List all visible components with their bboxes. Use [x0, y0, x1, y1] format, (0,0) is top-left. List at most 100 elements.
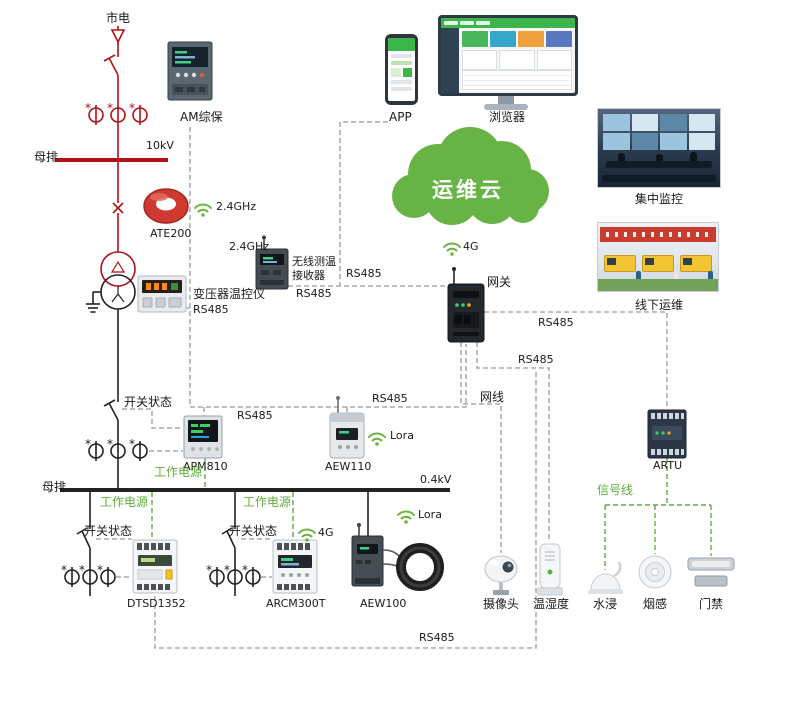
svg-text:*: *	[85, 437, 91, 451]
smoke-detector	[638, 555, 672, 589]
app-header-bar	[388, 38, 415, 51]
ate200-device	[143, 188, 189, 224]
offline-maintenance-photo	[597, 222, 719, 292]
app-row	[391, 87, 412, 91]
svg-text:*: *	[85, 101, 91, 115]
label-working-power-2: 工作电源	[100, 495, 149, 509]
label-switch-status-1: 开关状态	[124, 395, 173, 409]
label-cloud: 运维云	[432, 177, 504, 202]
wall-screen	[603, 114, 630, 131]
banner-text-marks	[606, 232, 710, 237]
app-row	[391, 80, 412, 84]
wall-screen	[631, 133, 658, 150]
wall-screen	[660, 133, 687, 150]
truck-window	[607, 258, 616, 265]
label-switch-status-2: 开关状态	[84, 524, 133, 538]
dtsd1352-device	[132, 539, 178, 594]
app-phone-screen	[388, 38, 415, 101]
wall-screen	[660, 114, 687, 131]
monitor-stand-neck	[498, 96, 514, 105]
wifi-icon-lora-aew100	[397, 510, 415, 525]
monitor-stand-base	[484, 104, 528, 110]
rs485-comm-lines	[96, 121, 668, 649]
browser-monitor	[438, 15, 578, 96]
stat-tile	[546, 31, 572, 47]
apm810-device	[183, 415, 223, 459]
water-leak-sensor	[588, 561, 623, 594]
label-arcm300t: ARCM300T	[266, 597, 326, 610]
label-receiver-line1: 无线测温	[292, 255, 336, 268]
service-truck	[680, 255, 712, 272]
worker-silhouette	[674, 271, 679, 281]
label-lora-aew100: Lora	[418, 508, 442, 521]
label-door-access: 门禁	[699, 597, 724, 611]
svg-text:*: *	[107, 101, 113, 115]
label-rs485-receiver-a: RS485	[296, 287, 332, 300]
label-dtsd1352: DTSD1352	[127, 597, 186, 610]
label-temp-humidity: 温湿度	[533, 597, 570, 611]
label-rs485-bus: RS485	[237, 409, 273, 422]
app-row	[391, 54, 412, 58]
gateway-device	[447, 267, 485, 343]
cloud-shape	[392, 127, 549, 225]
svg-text:*: *	[61, 563, 67, 577]
operator-silhouette	[690, 152, 697, 164]
console-desk	[606, 161, 712, 168]
camera-device	[484, 555, 518, 595]
dashboard-tiles	[462, 31, 572, 47]
label-wifi24-ate: 2.4GHz	[216, 200, 257, 213]
label-central-monitoring: 集中监控	[635, 192, 684, 206]
label-aew110: AEW110	[325, 460, 372, 473]
label-working-power-1: 工作电源	[154, 465, 203, 479]
label-4g-arcm: 4G	[318, 526, 334, 539]
header-chip	[476, 21, 490, 25]
svg-text:*: *	[129, 437, 135, 451]
hv-power-line	[55, 26, 168, 287]
svg-text:*: *	[242, 563, 248, 577]
label-switch-status-3: 开关状态	[229, 524, 278, 538]
header-chip	[444, 21, 458, 25]
operator-silhouette	[618, 153, 625, 165]
svg-text:*: *	[107, 437, 113, 451]
event-banner	[600, 227, 716, 242]
label-mains: 市电	[106, 11, 131, 25]
label-browser: 浏览器	[489, 110, 526, 124]
label-rs485-th-link: RS485	[518, 353, 554, 366]
svg-text:*: *	[224, 563, 230, 577]
label-wifi24-recv: 2.4GHz	[229, 240, 270, 253]
label-offline-maintenance: 线下运维	[635, 298, 684, 312]
label-receiver-line2: 接收器	[292, 269, 325, 282]
wall-screen	[603, 133, 630, 150]
browser-screen	[441, 18, 575, 93]
working-power-lines	[151, 458, 294, 540]
transformer-temp-controller-device	[137, 275, 187, 313]
panel	[499, 50, 535, 70]
lv-power-line	[60, 274, 450, 596]
truck-window	[645, 258, 654, 265]
worker-silhouette	[636, 271, 641, 281]
label-camera: 摄像头	[483, 597, 520, 611]
label-transformer-monitor: 变压器温控仪	[193, 287, 266, 301]
app-tile-grid	[391, 68, 412, 77]
app-row	[391, 61, 412, 65]
label-working-power-3: 工作电源	[243, 495, 292, 509]
label-rs485-artu-link: RS485	[538, 316, 574, 329]
am-protection-device	[167, 41, 213, 101]
svg-text:*: *	[129, 101, 135, 115]
stat-tile	[490, 31, 516, 47]
svg-text:*: *	[206, 563, 212, 577]
wall-screen	[631, 114, 658, 131]
label-voltage-lv: 0.4kV	[420, 473, 452, 486]
aew100-device	[351, 523, 444, 591]
wall-screen	[688, 114, 715, 131]
app-phone	[385, 34, 418, 105]
browser-header-bar	[441, 18, 575, 28]
wifi-icon-4g-gateway	[443, 242, 461, 257]
worker-silhouette	[708, 271, 713, 281]
wall-screen	[688, 133, 715, 150]
dashboard-chart	[462, 70, 572, 90]
ct-polarity-marks-lv: * * * * * * * * *	[61, 437, 248, 577]
label-rs485-receiver-b: RS485	[346, 267, 382, 280]
app-tile	[402, 68, 412, 77]
